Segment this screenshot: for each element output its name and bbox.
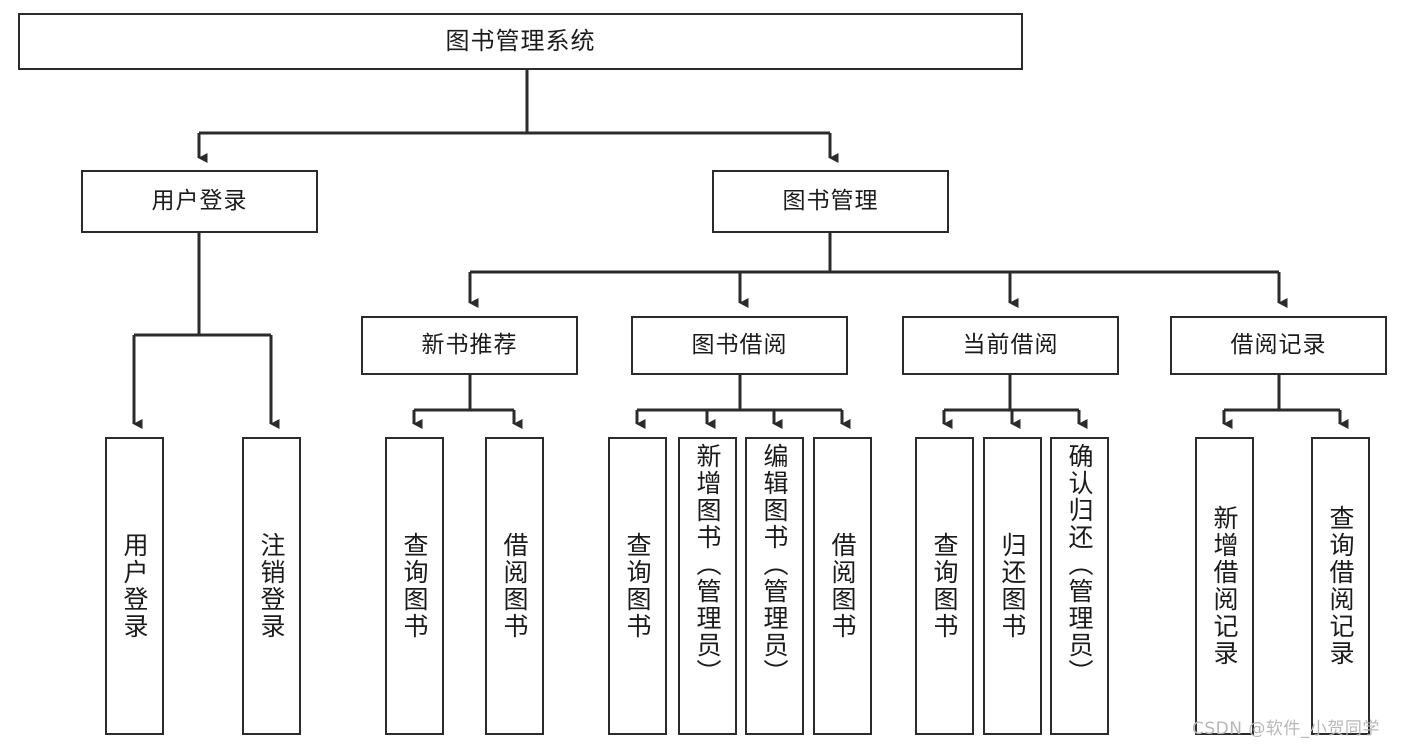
node-label: 用户登录	[120, 532, 149, 640]
node-label: 用户登录	[151, 187, 248, 214]
leaf-recommend-query-book[interactable]: 查询图书	[385, 437, 444, 735]
node-label: 新增借阅记录	[1210, 505, 1239, 667]
node-label: 注销登录	[257, 532, 286, 640]
node-label: 图书管理系统	[445, 27, 596, 56]
node-label: 图书借阅	[691, 331, 788, 358]
node-label: 借阅图书	[500, 532, 529, 640]
leaf-borrow-add-book-admin[interactable]: 新增图书（管理员）	[678, 437, 737, 735]
node-book-management[interactable]: 图书管理	[712, 170, 949, 233]
node-new-book-recommend[interactable]: 新书推荐	[361, 316, 578, 375]
node-label: 查询图书	[623, 532, 652, 640]
node-borrow-record[interactable]: 借阅记录	[1170, 316, 1387, 375]
node-label: 查询借阅记录	[1326, 505, 1355, 667]
node-label: 图书管理	[782, 187, 879, 214]
leaf-borrow-borrow-book[interactable]: 借阅图书	[813, 437, 872, 735]
node-label: 查询图书	[400, 532, 429, 640]
leaf-borrow-edit-book-admin[interactable]: 编辑图书（管理员）	[745, 437, 804, 735]
leaf-user-login-logout[interactable]: 注销登录	[242, 437, 301, 735]
csdn-watermark: CSDN @软件_小贺同学	[1192, 719, 1380, 739]
node-label: 查询图书	[930, 532, 959, 640]
node-label: 归还图书	[998, 532, 1027, 640]
leaf-record-query-record[interactable]: 查询借阅记录	[1311, 437, 1370, 735]
leaf-current-confirm-return-admin[interactable]: 确认归还（管理员）	[1050, 437, 1109, 735]
node-label: 编辑图书（管理员）	[760, 443, 789, 686]
node-user-login[interactable]: 用户登录	[81, 170, 318, 233]
leaf-current-return-book[interactable]: 归还图书	[983, 437, 1042, 735]
node-label: 借阅图书	[828, 532, 857, 640]
leaf-record-add-record[interactable]: 新增借阅记录	[1195, 437, 1254, 735]
leaf-current-query-book[interactable]: 查询图书	[915, 437, 974, 735]
node-current-borrow[interactable]: 当前借阅	[902, 316, 1119, 375]
node-label: 当前借阅	[962, 331, 1059, 358]
node-label: 确认归还（管理员）	[1065, 443, 1094, 686]
leaf-user-login-login[interactable]: 用户登录	[105, 437, 164, 735]
leaf-recommend-borrow-book[interactable]: 借阅图书	[485, 437, 544, 735]
node-label: 新增图书（管理员）	[693, 443, 722, 686]
node-label: 新书推荐	[421, 331, 518, 358]
node-book-borrow[interactable]: 图书借阅	[631, 316, 848, 375]
node-label: 借阅记录	[1230, 331, 1327, 358]
node-root-system[interactable]: 图书管理系统	[18, 13, 1023, 70]
leaf-borrow-query-book[interactable]: 查询图书	[608, 437, 667, 735]
